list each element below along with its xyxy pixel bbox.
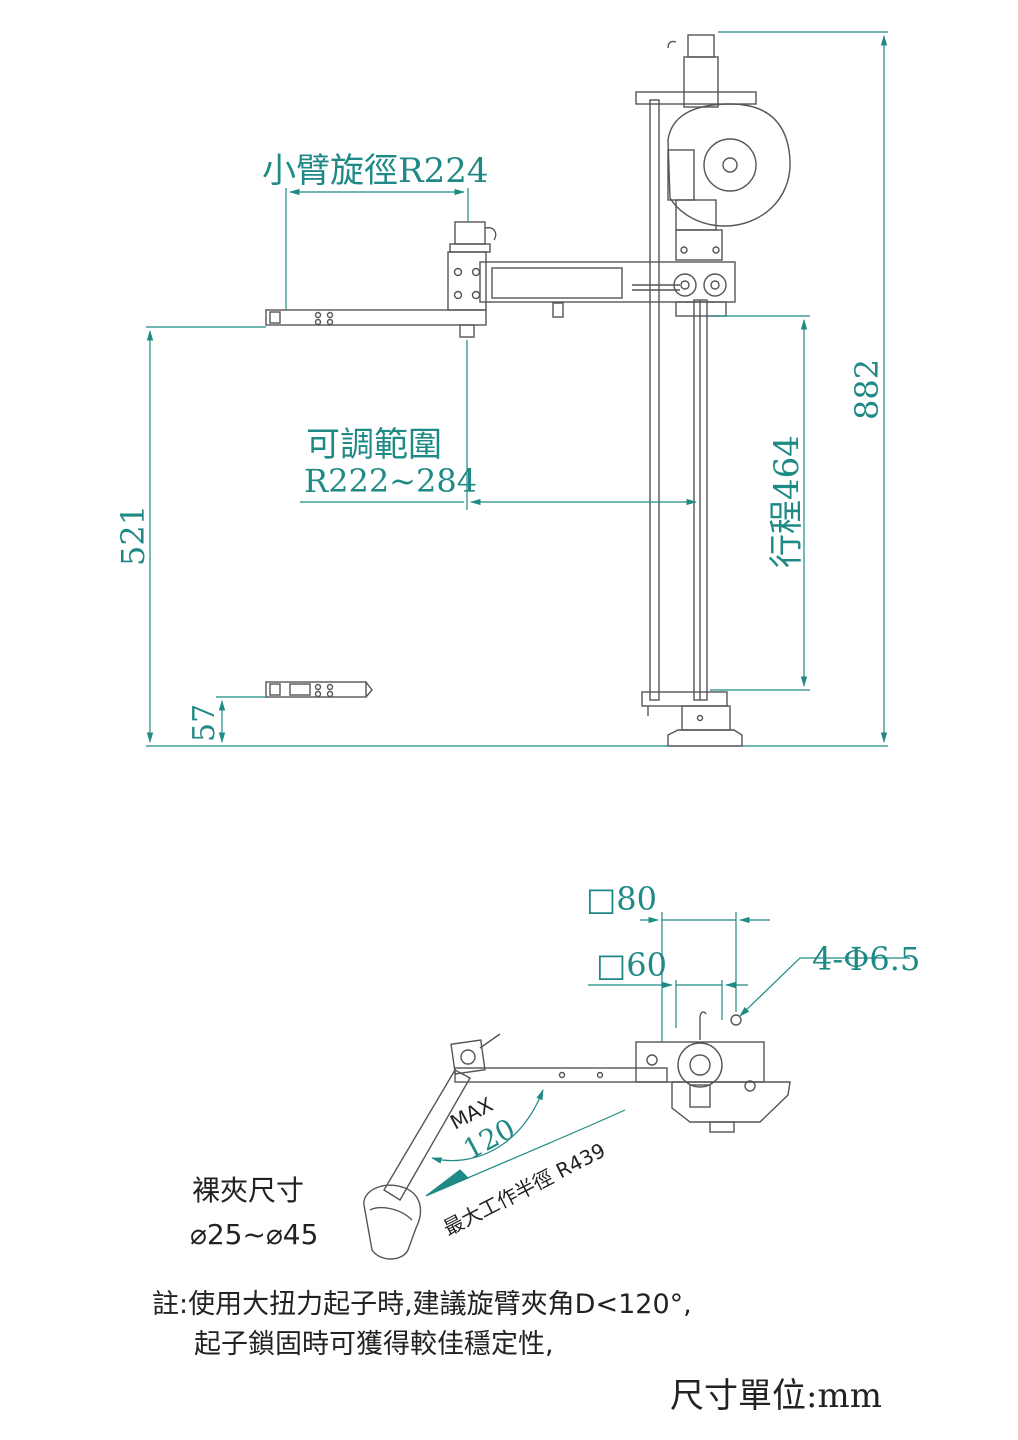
holes-label: 4-Φ6.5 [812,940,920,978]
balancer-reel [667,103,791,227]
arm-pivot-left [673,273,697,297]
forearm-lower [265,681,367,698]
column-top [677,1042,723,1088]
column [649,99,660,701]
forearm [265,309,487,326]
top-forearm [383,1069,471,1201]
arm-height-label: 521 [114,505,152,566]
total-height-label: 882 [848,359,886,420]
forearm-radius-label: 小臂旋徑R224 [262,151,489,191]
base-foot [667,729,743,747]
holes-leader [739,957,910,1017]
top-motor [687,34,715,58]
unit-label: 尺寸單位:mm [670,1376,882,1416]
top-bracket [635,91,757,105]
main-arm [479,261,736,303]
mount-body [671,1081,791,1123]
arm-slot [491,267,623,299]
clamp [363,1184,422,1260]
reel-center [703,138,757,192]
square-80-label: □80 [586,880,657,918]
mount-plate [635,1041,765,1083]
clamp-size-label-1: 裸夾尺寸 [192,1174,304,1207]
top-view [363,1011,791,1260]
note-line-2: 起子鎖固時可獲得較佳穩定性, [194,1329,554,1360]
base-plate [641,691,728,707]
adjust-range-label-1: 可調範圍 [306,425,442,465]
stroke-label: 行程464 [767,435,807,568]
clamp-size-label-2: ⌀25~⌀45 [190,1218,318,1251]
adjust-range-label-2: R222~284 [304,462,477,500]
side-view [265,34,791,747]
top-view-dimensions [425,912,910,1197]
square-60-label: □60 [596,946,667,984]
top-main-arm [454,1067,668,1083]
note-line-1: 註:使用大扭力起子時,建議旋臂夾角D<120°, [152,1289,692,1320]
top-forearm-joint [450,1039,486,1075]
base-block [681,705,731,731]
side-view-dimensions [146,31,888,747]
arm-pivot-right [703,273,727,297]
angle-arc [430,1088,544,1164]
base-height-label: 57 [187,704,222,742]
